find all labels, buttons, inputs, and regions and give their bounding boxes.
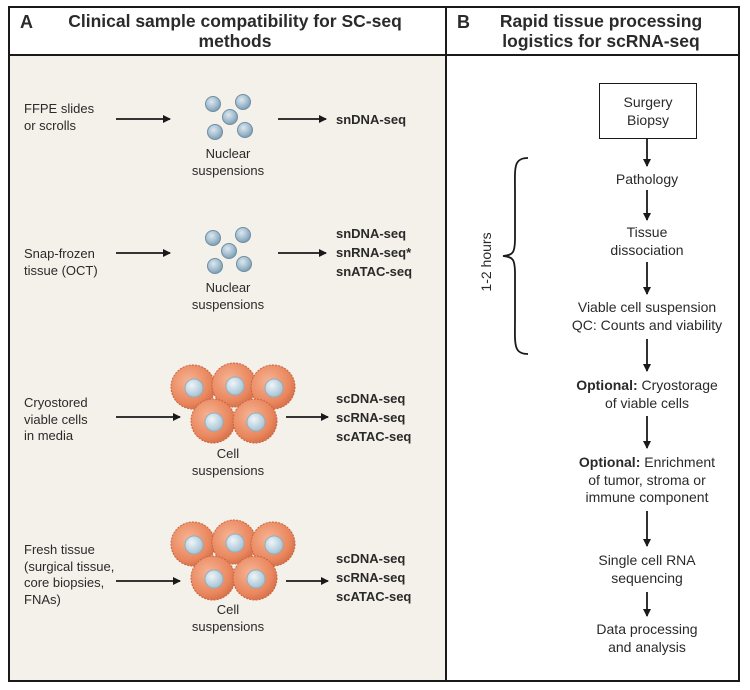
- row2-method-3: snATAC-seq: [336, 264, 413, 279]
- row2-methods: snDNA-seq snRNA-seq* snATAC-seq: [336, 224, 412, 281]
- time-bracket: [502, 157, 529, 355]
- data-line2: and analysis: [608, 638, 686, 655]
- row2-caption-line1: Nuclear: [205, 280, 251, 295]
- panel-b-header: B Rapid tissue processing logistics for …: [447, 8, 738, 56]
- row1-nuclei: [205, 94, 253, 140]
- row3-sample-line3: in media: [24, 428, 74, 443]
- figure-frame: A Clinical sample compatibility for SC-s…: [8, 6, 740, 682]
- cryo-optional-label: Optional:: [576, 377, 638, 393]
- enrich-line1: Optional: Enrichment: [527, 454, 750, 472]
- row2-nuclei: [205, 227, 252, 274]
- row2-sample-line2: tissue (OCT): [24, 262, 98, 278]
- step-enrichment: Optional: Enrichment of tumor, stroma or…: [527, 454, 750, 507]
- row4-cells: [170, 519, 296, 601]
- row4-sample-line4: FNAs): [24, 591, 61, 607]
- row3-method-3: scATAC-seq: [336, 429, 412, 444]
- row3-sample-line2: viable cells: [24, 411, 88, 427]
- row1-sample-line2: or scrolls: [24, 117, 77, 133]
- row2-caption-line2: suspensions: [191, 296, 265, 312]
- row3-methods: scDNA-seq scRNA-seq scATAC-seq: [336, 389, 411, 446]
- panel-b-letter: B: [457, 12, 470, 32]
- row1-caption-line1: Nuclear: [205, 146, 251, 161]
- panel-a-header: A Clinical sample compatibility for SC-s…: [10, 8, 445, 56]
- panel-a-letter: A: [20, 12, 33, 32]
- row4-caption-line1: Cell: [216, 602, 240, 617]
- step-pathology: Pathology: [615, 171, 679, 187]
- row3-method-2: scRNA-seq: [336, 410, 406, 425]
- row3-caption-line2: suspensions: [191, 462, 265, 478]
- step-viable: Viable cell suspension QC: Counts and vi…: [537, 299, 750, 334]
- dissociation-line1: Tissue: [626, 224, 668, 240]
- row4-sample-line3: core biopsies,: [24, 575, 105, 590]
- surgery-label: Surgery: [623, 94, 673, 110]
- enrich-line2: of tumor, stroma or: [588, 471, 706, 488]
- row2-method-2: snRNA-seq*: [336, 245, 412, 260]
- row4-sample: Fresh tissue (surgical tissue, core biop…: [24, 542, 114, 608]
- row2-method-1: snDNA-seq: [336, 226, 407, 241]
- row4-method-2: scRNA-seq: [336, 570, 406, 585]
- viable-line2: QC: Counts and viability: [571, 316, 723, 333]
- viable-line1: Viable cell suspension: [577, 299, 717, 315]
- panel-b-title: Rapid tissue processing logistics for sc…: [499, 11, 703, 51]
- row1-methods: snDNA-seq: [336, 110, 406, 129]
- row4-sample-line2: (surgical tissue,: [24, 558, 115, 574]
- row1-sample-line1: FFPE slides: [24, 101, 95, 116]
- row3-caption: Cell suspensions: [178, 446, 278, 479]
- row1-sample: FFPE slides or scrolls: [24, 101, 94, 134]
- panel-a-graphics: [116, 94, 329, 601]
- row4-method-1: scDNA-seq: [336, 551, 406, 566]
- biopsy-label: Biopsy: [626, 111, 670, 128]
- row1-caption-line2: suspensions: [191, 162, 265, 178]
- panel-a: A Clinical sample compatibility for SC-s…: [10, 8, 447, 680]
- row2-sample-line1: Snap-frozen: [24, 246, 95, 261]
- row4-sample-line1: Fresh tissue: [24, 542, 95, 557]
- cryo-line1: Optional: Cryostorage: [527, 377, 750, 395]
- cryo-line2: of viable cells: [604, 394, 690, 411]
- row4-caption-line2: suspensions: [191, 618, 265, 634]
- row2-sample: Snap-frozen tissue (OCT): [24, 246, 98, 279]
- row3-caption-line1: Cell: [216, 446, 240, 461]
- surgery-biopsy-text: Surgery Biopsy: [600, 94, 696, 129]
- enrich-line3: immune component: [585, 489, 709, 505]
- panel-a-title: Clinical sample compatibility for SC-seq…: [68, 11, 402, 51]
- panel-b: B Rapid tissue processing logistics for …: [447, 8, 738, 680]
- cryo-rest: Cryostorage: [637, 377, 718, 393]
- step-dissociation: Tissue dissociation: [547, 224, 747, 259]
- surgery-biopsy-box: Surgery Biopsy: [599, 83, 697, 139]
- row1-method-1: snDNA-seq: [336, 112, 407, 127]
- step-cryostorage: Optional: Cryostorage of viable cells: [527, 377, 750, 412]
- row4-caption: Cell suspensions: [178, 602, 278, 635]
- step-scrna: Single cell RNA sequencing: [547, 552, 747, 587]
- row1-caption: Nuclear suspensions: [178, 146, 278, 179]
- row3-sample-line1: Cryostored: [24, 395, 88, 410]
- row3-method-1: scDNA-seq: [336, 391, 406, 406]
- step-data: Data processing and analysis: [547, 621, 747, 656]
- row4-methods: scDNA-seq scRNA-seq scATAC-seq: [336, 549, 411, 606]
- scrna-line2: sequencing: [611, 569, 683, 586]
- row3-sample: Cryostored viable cells in media: [24, 395, 88, 445]
- enrich-optional-label: Optional:: [578, 454, 641, 470]
- data-line1: Data processing: [596, 621, 698, 637]
- row3-cells: [170, 362, 296, 444]
- scrna-line1: Single cell RNA: [598, 552, 696, 568]
- dissociation-line2: dissociation: [610, 241, 684, 258]
- row4-method-3: scATAC-seq: [336, 589, 412, 604]
- enrich-rest: Enrichment: [640, 454, 716, 470]
- panel-b-graphics: [502, 139, 651, 617]
- row2-caption: Nuclear suspensions: [178, 280, 278, 313]
